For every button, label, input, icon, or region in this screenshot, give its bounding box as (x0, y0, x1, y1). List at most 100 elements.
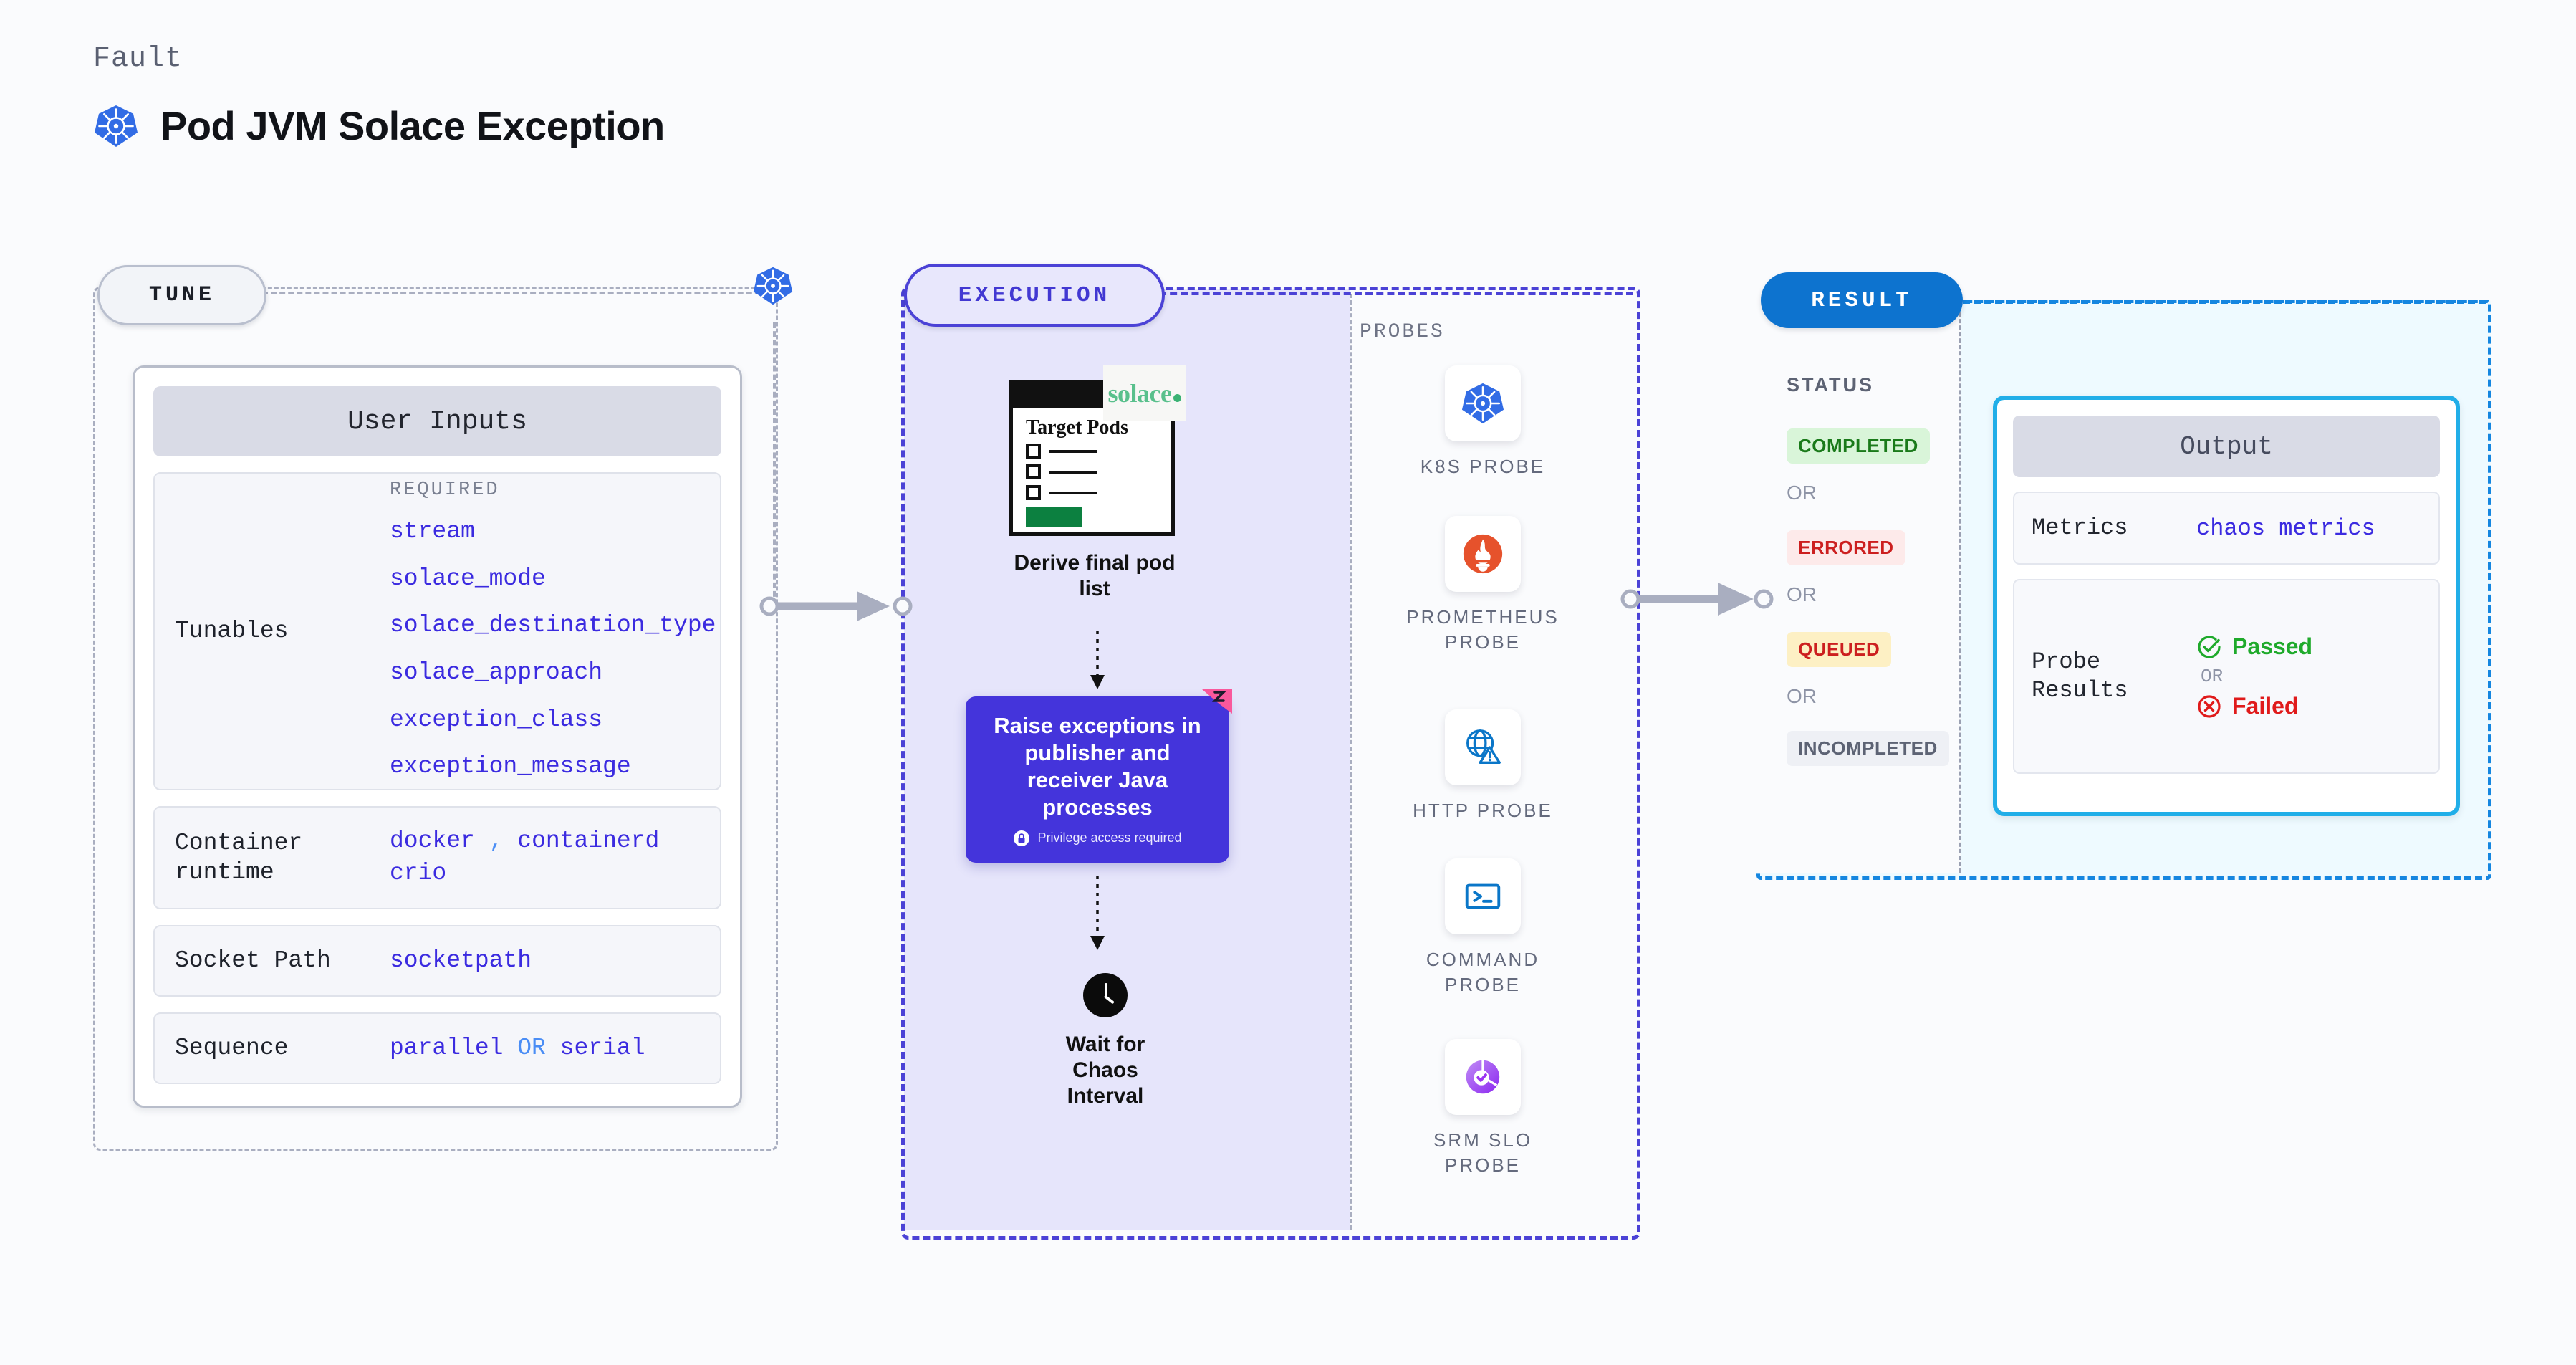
globe-warning-icon (1445, 709, 1521, 785)
terminal-icon (1445, 858, 1521, 934)
derive-pod-list-caption: Derive final pod list (1014, 551, 1176, 600)
probe-command-label: COMMAND PROBE (1426, 949, 1540, 996)
tunable-stream[interactable]: stream (390, 518, 475, 545)
corner-ribbon-icon (1201, 686, 1234, 720)
failed-label: Failed (2232, 693, 2299, 719)
execution-connector-line (1159, 292, 1633, 295)
status-badge-queued[interactable]: QUEUED (1787, 632, 1892, 667)
tunable-solace-approach[interactable]: solace_approach (390, 659, 603, 686)
clock-icon (1083, 973, 1128, 1017)
user-inputs-card: User Inputs Tunables REQUIRED stream sol… (133, 365, 742, 1108)
status-heading: STATUS (1787, 374, 1874, 396)
status-or-3: OR (1787, 685, 1817, 707)
metrics-row: Metrics chaos metrics (2013, 492, 2440, 565)
tunables-label: Tunables (175, 618, 289, 645)
user-inputs-title: User Inputs (153, 386, 721, 456)
socket-path-label: Socket Path (175, 947, 331, 974)
probe-srm-slo[interactable]: SRM SLO PROBE (1400, 1039, 1565, 1178)
sequence-values: parallel OR serial (390, 1033, 645, 1065)
runtime-crio[interactable]: crio (390, 860, 447, 886)
connector-execution-to-result (1620, 583, 1774, 616)
green-bar-indicator (1026, 507, 1082, 528)
execution-pill[interactable]: EXECUTION (904, 264, 1165, 327)
arrow-derive-to-raise (1090, 631, 1105, 689)
eyebrow-label: Fault (93, 43, 183, 75)
prometheus-icon (1445, 516, 1521, 592)
container-runtime-values: docker , containerd crio (390, 825, 659, 889)
pod-list-item (1026, 485, 1171, 501)
probe-srm-slo-label: SRM SLO PROBE (1433, 1129, 1533, 1177)
sequence-label: Sequence (175, 1035, 289, 1062)
sequence-serial[interactable]: serial (559, 1034, 645, 1061)
probes-divider (1350, 294, 1352, 1230)
solace-dot-icon (1173, 394, 1182, 402)
execution-container (901, 287, 1640, 1240)
status-badge-errored[interactable]: ERRORED (1787, 530, 1905, 565)
probe-results-values: Passed OR Failed (2196, 633, 2312, 719)
probe-results-or: OR (2201, 666, 2224, 687)
runtime-separator: , (489, 828, 504, 855)
tunable-exception-class[interactable]: exception_class (390, 706, 603, 733)
runtime-containerd[interactable]: containerd (517, 828, 660, 855)
probe-http[interactable]: HTTP PROBE (1400, 709, 1565, 823)
solace-logo-badge: solace (1103, 365, 1186, 421)
metrics-value[interactable]: chaos metrics (2196, 514, 2375, 542)
probe-command[interactable]: COMMAND PROBE (1400, 858, 1565, 997)
tunables-row: Tunables REQUIRED stream solace_mode sol… (153, 472, 721, 790)
privilege-note-text: Privilege access required (1037, 830, 1182, 846)
socket-path-value[interactable]: socketpath (390, 947, 532, 974)
page-header: Fault Pod JVM Solace Exception (93, 43, 665, 149)
socket-path-row: Socket Path socketpath (153, 925, 721, 997)
raise-exceptions-caption: Raise exceptions in publisher and receiv… (994, 713, 1201, 820)
x-circle-icon (2198, 694, 2221, 718)
tunable-exception-message[interactable]: exception_message (390, 753, 631, 780)
probe-prometheus[interactable]: PROMETHEUS PROBE (1400, 516, 1565, 655)
container-runtime-row: Container runtime docker , containerd cr… (153, 806, 721, 909)
check-circle-icon (2198, 635, 2221, 658)
tune-pill[interactable]: TUNE (97, 265, 266, 325)
status-or-1: OR (1787, 482, 1817, 504)
derive-pod-list-step: Target Pods Derive final pod list (1009, 380, 1181, 602)
probe-k8s-label: K8S PROBE (1420, 456, 1546, 477)
runtime-docker[interactable]: docker (390, 828, 475, 855)
container-runtime-label: Container runtime (175, 829, 303, 886)
connector-tune-to-execution (759, 591, 913, 621)
solace-logo-text: solace (1107, 379, 1172, 408)
title-row: Pod JVM Solace Exception (93, 102, 665, 149)
pod-list-item (1026, 464, 1171, 480)
sequence-separator: OR (517, 1034, 546, 1061)
tunable-solace-mode[interactable]: solace_mode (390, 565, 546, 592)
checkbox-icon (1026, 485, 1041, 501)
raise-exceptions-card[interactable]: Raise exceptions in publisher and receiv… (966, 689, 1232, 863)
probe-http-label: HTTP PROBE (1413, 800, 1553, 821)
line-placeholder (1049, 491, 1097, 494)
checkbox-icon (1026, 464, 1041, 480)
status-or-2: OR (1787, 583, 1817, 605)
result-pill[interactable]: RESULT (1761, 272, 1963, 328)
tune-container (93, 287, 778, 1151)
probes-heading: PROBES (1360, 321, 1445, 343)
output-card: Output Metrics chaos metrics Probe Resul… (1993, 396, 2460, 816)
kubernetes-badge-icon (752, 265, 794, 310)
privilege-note: Privilege access required (1013, 830, 1182, 847)
kubernetes-icon (93, 103, 139, 149)
line-placeholder (1049, 470, 1097, 474)
probe-results-row: Probe Results Passed OR Failed (2013, 579, 2440, 774)
tunable-solace-destination-type[interactable]: solace_destination_type (390, 612, 716, 639)
sequence-row: Sequence parallel OR serial (153, 1012, 721, 1084)
target-pods-card: Target Pods (1009, 380, 1175, 536)
probe-result-failed: Failed (2196, 693, 2312, 719)
probe-k8s[interactable]: K8S PROBE (1400, 365, 1565, 479)
status-badge-completed[interactable]: COMPLETED (1787, 428, 1930, 464)
lock-icon (1014, 830, 1030, 846)
status-badge-incompleted[interactable]: INCOMPLETED (1787, 731, 1949, 766)
wait-chaos-interval-caption: Wait for Chaos Interval (1065, 1033, 1145, 1108)
passed-label: Passed (2232, 633, 2313, 659)
probe-result-passed: Passed (2196, 633, 2312, 660)
slo-donut-check-icon (1445, 1039, 1521, 1115)
probe-prometheus-label: PROMETHEUS PROBE (1406, 606, 1559, 653)
line-placeholder (1049, 449, 1097, 453)
sequence-parallel[interactable]: parallel (390, 1034, 504, 1061)
tunables-values: REQUIRED stream solace_mode solace_desti… (390, 479, 716, 782)
page-title: Pod JVM Solace Exception (160, 103, 665, 148)
